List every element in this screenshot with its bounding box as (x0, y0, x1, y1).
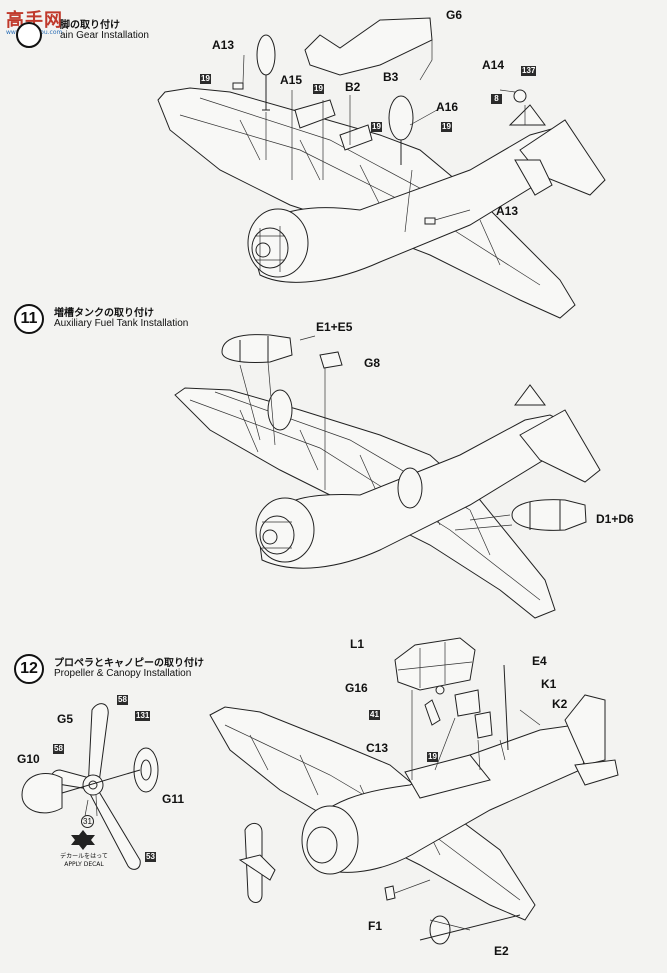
part-label-l1: L1 (350, 637, 365, 651)
part-label-c13: C13 (366, 741, 389, 755)
part-label-k1: K1 (541, 677, 557, 691)
part-number-badge: 19 (200, 74, 211, 84)
part-number-badge: 137 (521, 66, 537, 76)
part-label-d1-d6: D1+D6 (596, 512, 634, 526)
part-label-k2: K2 (552, 697, 568, 711)
part-number-badge: 19 (313, 84, 324, 94)
step-12-title-en: Propeller & Canopy Installation (54, 668, 192, 679)
step-10-title-jp: 脚の取り付け (60, 20, 120, 31)
part-number-badge: 19 (427, 752, 438, 762)
part-label-a15: A15 (280, 73, 303, 87)
part-label-g5: G5 (57, 712, 74, 726)
part-label-a13: A13 (212, 38, 235, 52)
aircraft-main-gear-drawing (157, 17, 606, 319)
step-12-title-jp: プロペラとキャノピーの取り付け (54, 658, 204, 669)
part-number-badge: 131 (135, 711, 151, 721)
part-number-badge: 53 (145, 852, 156, 862)
step-10-number (16, 22, 42, 48)
step-11-number-text: 11 (20, 310, 38, 327)
part-label-f1: F1 (368, 919, 383, 933)
part-label-g6: G6 (446, 8, 463, 22)
part-label-b2: B2 (345, 80, 361, 94)
callout-number: 31 (81, 815, 94, 828)
apply-decal-jp: デカールをはって (60, 853, 108, 860)
part-label-e4: E4 (532, 654, 547, 668)
part-label-a14: A14 (482, 58, 505, 72)
step-12-number: 12 (14, 654, 44, 684)
part-number-badge: 19 (441, 122, 452, 132)
part-label-e1-e5: E1+E5 (316, 320, 353, 334)
part-label-e2: E2 (494, 944, 509, 958)
part-label-a13-lower: A13 (496, 204, 519, 218)
part-label-b3: B3 (383, 70, 399, 84)
part-label-g16: G16 (345, 681, 368, 695)
part-label-g8: G8 (364, 356, 381, 370)
step-11-title-en: Auxiliary Fuel Tank Installation (54, 318, 189, 329)
part-label-a16: A16 (436, 100, 459, 114)
part-number-badge: 58 (53, 744, 64, 754)
step-12-number-text: 12 (20, 660, 38, 677)
part-number-badge: 8 (491, 94, 502, 104)
aircraft-fuel-tank-drawing (174, 334, 601, 619)
step-11-title-jp: 増槽タンクの取り付け (54, 308, 154, 319)
part-label-g11: G11 (162, 792, 185, 806)
apply-decal-note: デカールをはって APPLY DECAL (60, 853, 108, 869)
part-number-badge: 58 (117, 695, 128, 705)
step-11-number: 11 (14, 304, 44, 334)
part-number-badge: 41 (369, 710, 380, 720)
part-number-badge: 19 (371, 122, 382, 132)
apply-decal-en: APPLY DECAL (64, 861, 104, 868)
step-10-title-en: ain Gear Installation (60, 30, 149, 41)
aircraft-canopy-drawing (209, 637, 619, 945)
part-label-g10: G10 (17, 752, 40, 766)
propeller-subassembly-drawing (21, 703, 159, 870)
